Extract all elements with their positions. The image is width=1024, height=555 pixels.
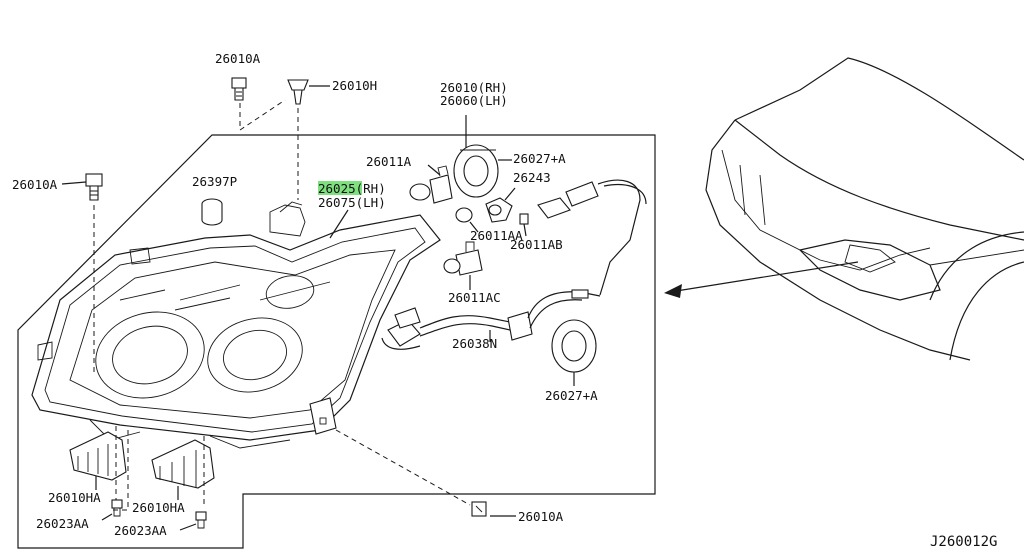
label-clip-top[interactable]: 26010H [332, 78, 377, 93]
label-screw-left[interactable]: 26023AA [36, 516, 89, 531]
label-lamp-lh[interactable]: 26075(LH) [318, 195, 386, 210]
label-screw-right[interactable]: 26023AA [114, 523, 167, 538]
label-bulb-top-lh[interactable]: 26060(LH) [440, 93, 508, 108]
harness-icon [381, 289, 601, 350]
bulb-ab-icon [519, 213, 529, 225]
cover-top-icon [453, 144, 499, 198]
screw-left-icon [111, 499, 123, 517]
headlamp-assembly [31, 201, 441, 449]
label-bolt-top[interactable]: 26010A [215, 51, 261, 66]
label-harness[interactable]: 26038N [452, 336, 497, 351]
label-cover-bottom[interactable]: 26027+A [545, 388, 598, 403]
label-bulb-top-rh[interactable]: 26010(RH) [440, 80, 508, 95]
vehicle-sketch [705, 57, 1024, 361]
screw-right-icon [195, 511, 207, 529]
label-lamp-rh[interactable]: 26025(RH) [318, 181, 386, 196]
cover-bottom-icon [551, 319, 597, 373]
bulb-ac-icon [443, 241, 483, 276]
bolt-bottom-icon [471, 501, 487, 517]
label-bolt-bottom[interactable]: 26010A [518, 509, 564, 524]
label-bracket-left[interactable]: 26010HA [48, 490, 101, 505]
label-bulb-a[interactable]: 26011A [366, 154, 412, 169]
bolt-top-icon [231, 77, 247, 101]
socket-icon [485, 197, 513, 223]
cap-icon [201, 198, 223, 226]
wire-top [537, 179, 647, 296]
parts-frame [17, 134, 656, 549]
diagram-code: J260012G [930, 534, 997, 550]
direction-arrow [664, 261, 859, 298]
bracket-left-icon [69, 431, 127, 481]
label-bracket-right[interactable]: 26010HA [132, 500, 185, 515]
label-socket[interactable]: 26243 [513, 170, 551, 185]
label-bulb-ab[interactable]: 26011AB [510, 237, 563, 252]
label-bulb-ac[interactable]: 26011AC [448, 290, 501, 305]
bolt-left-icon [85, 173, 103, 201]
label-bulb-aa[interactable]: 26011AA [470, 228, 523, 243]
label-cover-top[interactable]: 26027+A [513, 151, 566, 166]
label-cap[interactable]: 26397P [192, 174, 237, 189]
selected-part-highlight [318, 181, 362, 195]
clip-top-icon [287, 79, 309, 105]
bulb-a-icon [409, 165, 453, 204]
bulb-aa-icon [455, 207, 473, 223]
label-bolt-left[interactable]: 26010A [12, 177, 58, 192]
bracket-right-icon [151, 439, 215, 489]
